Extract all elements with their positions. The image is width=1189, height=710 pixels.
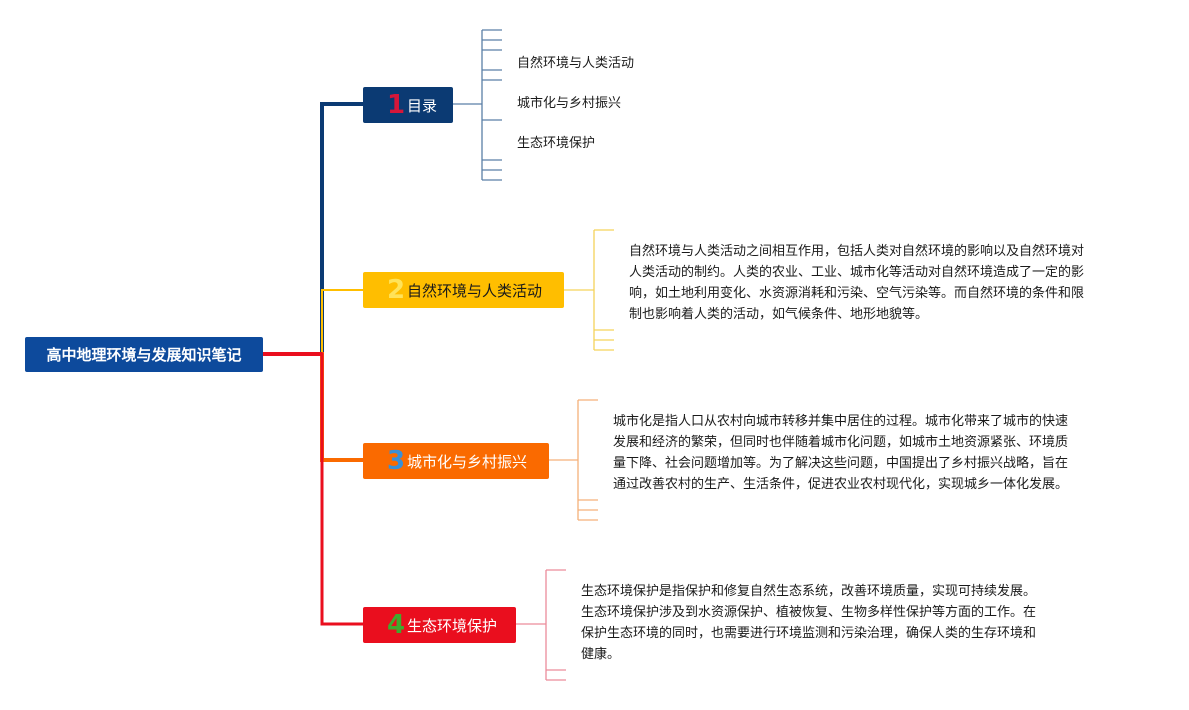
note-line: 人类活动的制约。人类的农业、工业、城市化等活动对自然环境造成了一定的影 <box>629 265 1085 280</box>
note-line: 生态环境保护是指保护和修复自然生态系统，改善环境质量，实现可持续发展。 <box>581 584 1037 599</box>
note-line: 响，如土地利用变化、水资源消耗和污染、空气污染等。而自然环境的条件和限 <box>629 286 1085 301</box>
note-ecology[interactable]: 生态环境保护是指保护和修复自然生态系统，改善环境质量，实现可持续发展。 生态环境… <box>581 581 1121 665</box>
note-natural-env[interactable]: 自然环境与人类活动之间相互作用，包括人类对自然环境的影响以及自然环境对 人类活动… <box>629 241 1169 325</box>
branch-number: 1 <box>387 90 406 120</box>
branch-urbanization[interactable]: 3 城市化与乡村振兴 <box>363 443 549 479</box>
branch-ecology[interactable]: 4 生态环境保护 <box>363 607 516 643</box>
note-line: 生态环境保护涉及到水资源保护、植被恢复、生物多样性保护等方面的工作。在 <box>581 605 1037 620</box>
branch-label: 城市化与乡村振兴 <box>407 452 528 471</box>
note-line: 城市化是指人口从农村向城市转移并集中居住的过程。城市化带来了城市的快速 <box>613 414 1069 429</box>
toc-item[interactable]: 城市化与乡村振兴 <box>517 96 622 111</box>
branch-toc[interactable]: 1 目录 <box>363 87 453 123</box>
note-urbanization[interactable]: 城市化是指人口从农村向城市转移并集中居住的过程。城市化带来了城市的快速 发展和经… <box>613 411 1153 495</box>
branch-label: 生态环境保护 <box>407 616 498 635</box>
note-line: 自然环境与人类活动之间相互作用，包括人类对自然环境的影响以及自然环境对 <box>629 244 1085 259</box>
branch-natural-env[interactable]: 2 自然环境与人类活动 <box>363 272 564 308</box>
branch-label: 目录 <box>407 96 438 115</box>
branch-number: 2 <box>387 275 406 305</box>
note-line: 发展和经济的繁荣，但同时也伴随着城市化问题，如城市土地资源紧张、环境质 <box>613 435 1069 450</box>
note-line: 量下降、社会问题增加等。为了解决这些问题，中国提出了乡村振兴战略，旨在 <box>613 456 1069 471</box>
root-node[interactable]: 高中地理环境与发展知识笔记 <box>25 337 263 372</box>
branch-number: 4 <box>387 610 406 640</box>
note-line: 通过改善农村的生产、生活条件，促进农业农村现代化，实现城乡一体化发展。 <box>613 477 1069 492</box>
root-title: 高中地理环境与发展知识笔记 <box>46 346 242 364</box>
branch-label: 自然环境与人类活动 <box>407 281 543 300</box>
toc-item[interactable]: 自然环境与人类活动 <box>517 56 635 71</box>
note-line: 健康。 <box>581 647 621 662</box>
toc-item[interactable]: 生态环境保护 <box>517 136 596 151</box>
branch-number: 3 <box>387 446 406 476</box>
note-line: 制也影响着人类的活动，如气候条件、地形地貌等。 <box>629 307 929 322</box>
note-line: 保护生态环境的同时，也需要进行环境监测和污染治理，确保人类的生存环境和 <box>581 626 1037 641</box>
